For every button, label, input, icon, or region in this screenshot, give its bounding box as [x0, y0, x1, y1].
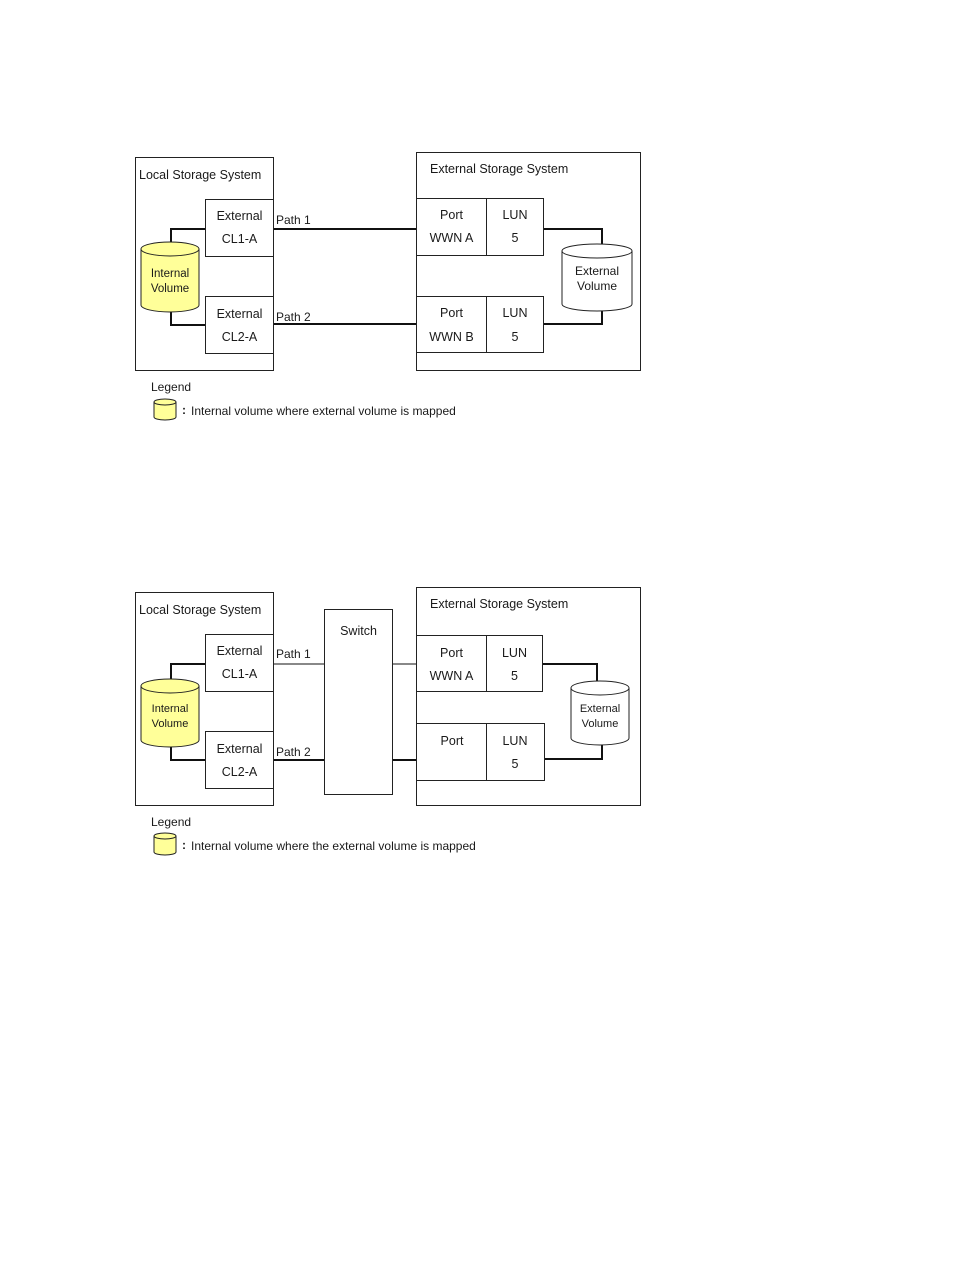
- port-cl2-a-line1: External: [217, 742, 263, 756]
- port-cl1-a-line2: CL1-A: [222, 667, 258, 681]
- diagram-1: Local Storage System External Storage Sy…: [135, 152, 641, 421]
- legend-title: Legend: [151, 380, 191, 394]
- target-1-port-box: [416, 635, 487, 692]
- legend-text: Internal volume where external volume is…: [191, 404, 456, 418]
- internal-volume-label-line2: Volume: [151, 283, 189, 295]
- port-cl2-a-box: [205, 296, 274, 354]
- legend-text: Internal volume where the external volum…: [191, 839, 476, 853]
- target-2-lun-box: [486, 723, 545, 781]
- target-1-lun-label: LUN: [502, 208, 527, 222]
- external-storage-system-title: External Storage System: [430, 597, 568, 611]
- lun1-to-external-line: [544, 228, 603, 246]
- legend-colon: :: [182, 838, 186, 852]
- lun2-to-external-line: [545, 743, 603, 760]
- path-2-label: Path 2: [276, 745, 311, 759]
- target-1-lun-value: 5: [511, 669, 518, 683]
- target-2-lun-label: LUN: [502, 306, 527, 320]
- port-cl2-a-line2: CL2-A: [222, 330, 258, 344]
- internal-to-port1-line: [170, 228, 205, 244]
- port-cl2-a-line1: External: [217, 307, 263, 321]
- switch-label: Switch: [340, 624, 377, 638]
- external-volume-label-line1: External: [580, 703, 620, 715]
- target-2-lun-value: 5: [512, 330, 519, 344]
- external-volume-label-line1: External: [575, 264, 619, 278]
- target-1-lun-box: [486, 635, 543, 692]
- legend-volume-icon: [153, 832, 177, 856]
- legend-title: Legend: [151, 815, 191, 829]
- target-2-lun-box: [486, 296, 544, 353]
- port-cl2-a-box: [205, 731, 274, 789]
- target-2-port-box: [416, 723, 487, 781]
- internal-to-port2-line: [170, 745, 205, 761]
- target-2-wwn: WWN B: [429, 330, 473, 344]
- external-storage-system-title: External Storage System: [430, 162, 568, 176]
- internal-volume-icon: [140, 241, 200, 313]
- external-volume-icon: [570, 680, 630, 746]
- target-1-lun-box: [486, 198, 544, 256]
- port-cl1-a-line2: CL1-A: [222, 232, 258, 246]
- path-1-label: Path 1: [276, 213, 311, 227]
- target-1-lun-value: 5: [512, 231, 519, 245]
- port-cl1-a-line1: External: [217, 209, 263, 223]
- target-1-wwn: WWN A: [430, 231, 474, 245]
- target-2-lun-value: 5: [512, 757, 519, 771]
- lun2-to-external-line: [544, 309, 603, 325]
- port-cl1-a-line1: External: [217, 644, 263, 658]
- local-storage-system-title: Local Storage System: [139, 603, 261, 617]
- port-cl2-a-line2: CL2-A: [222, 765, 258, 779]
- local-storage-system-title: Local Storage System: [139, 168, 261, 182]
- target-1-port-label: Port: [440, 646, 463, 660]
- legend-volume-icon: [153, 398, 177, 421]
- target-2-port-label: Port: [441, 734, 464, 748]
- target-2-port-label: Port: [440, 306, 463, 320]
- internal-volume-label-line2: Volume: [152, 718, 189, 730]
- path-2-label: Path 2: [276, 310, 311, 324]
- internal-volume-label-line1: Internal: [152, 703, 189, 715]
- internal-to-port1-line: [170, 663, 205, 681]
- port-cl1-a-box: [205, 199, 274, 257]
- internal-volume-icon: [140, 678, 200, 748]
- target-2-port-box: [416, 296, 487, 353]
- internal-to-port2-line: [170, 310, 205, 326]
- target-1-lun-label: LUN: [502, 646, 527, 660]
- lun1-to-external-line: [543, 663, 598, 684]
- target-1-wwn: WWN A: [430, 669, 474, 683]
- target-1-port-box: [416, 198, 487, 256]
- switch-box: [324, 609, 393, 795]
- port-cl1-a-box: [205, 634, 274, 692]
- internal-volume-label-line1: Internal: [151, 268, 189, 280]
- external-volume-icon: [561, 243, 633, 312]
- diagram-2: Local Storage System External Storage Sy…: [135, 587, 641, 856]
- target-1-port-label: Port: [440, 208, 463, 222]
- legend-colon: :: [182, 403, 186, 417]
- external-volume-label-line2: Volume: [577, 279, 617, 293]
- path-1-label: Path 1: [276, 647, 311, 661]
- external-volume-label-line2: Volume: [582, 718, 619, 730]
- target-2-lun-label: LUN: [502, 734, 527, 748]
